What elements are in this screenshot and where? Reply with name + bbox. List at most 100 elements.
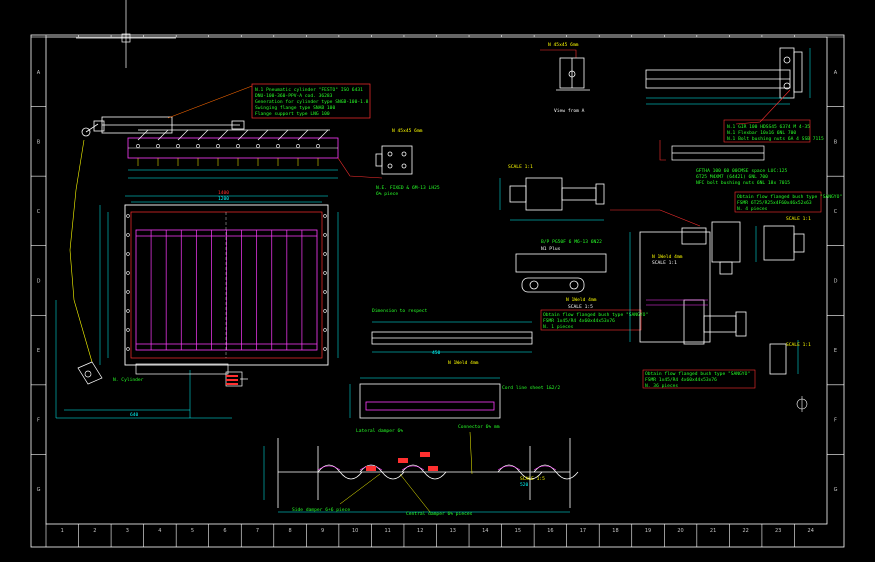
plan-outer-frame — [124, 204, 329, 366]
row-letter: F — [834, 418, 837, 424]
damper-red-blocks — [366, 452, 438, 471]
elevation-view: N.1 Pneumatic cylinder "FESTO" ISO 6431 … — [81, 83, 371, 179]
linkage-pivot — [136, 144, 140, 148]
lever-plus-note: N1 Plus — [541, 246, 561, 252]
plan-dim-width: 1400 — [218, 190, 229, 196]
linkage-pivot — [296, 144, 300, 148]
flange-bottom-note-1: Obtain flow flanged bush type "SANGYO" — [645, 371, 750, 377]
row-letter: C — [37, 209, 41, 215]
row-letter: G — [834, 487, 838, 493]
linkage-arm — [277, 129, 289, 141]
column-number: 15 — [515, 528, 521, 534]
column-number: 20 — [677, 528, 683, 534]
elevation-linkage-arms — [136, 129, 330, 166]
right-scale-a: SCALE 1:1 — [786, 216, 811, 222]
linkage-arm — [257, 129, 269, 141]
cylinder-label: N. Cylinder — [113, 377, 144, 383]
plan-bolt — [323, 347, 327, 351]
row-letter: A — [834, 70, 838, 76]
linkage-pivot — [216, 144, 220, 148]
cylinder-note-line-4: Swinging flange type SNAB 100 — [255, 105, 335, 111]
row-letter: E — [37, 348, 40, 354]
row-letter: D — [834, 279, 838, 285]
plan-bolt — [126, 214, 130, 218]
column-number: 9 — [321, 528, 324, 534]
crosshair-cursor-icon[interactable] — [76, 0, 176, 68]
plan-bolt — [126, 271, 130, 275]
linkage-pivot — [176, 144, 180, 148]
linkage-pivot — [196, 144, 200, 148]
plan-bolt — [126, 290, 130, 294]
plan-cylinder — [77, 361, 248, 387]
cylinder-note-text: N.1 Pneumatic cylinder "FESTO" ISO 6431 … — [255, 87, 369, 117]
bottom-section: SCALE 1:5 520 Side damper 6+6 piece Cent… — [263, 431, 579, 517]
plan-bolt — [126, 233, 130, 237]
flange-notes: Obtain flow flanged bush type "SANGYO" F… — [540, 191, 842, 389]
lateral-damper-note: Lateral damper 6% — [356, 428, 403, 434]
column-number: 1 — [61, 528, 64, 534]
linkage-arm — [317, 129, 329, 141]
bar-weld-note: N 1Weld 4mm — [448, 360, 479, 366]
row-letter: C — [834, 209, 838, 215]
plan-frame-red — [130, 211, 323, 359]
plan-leader-line — [69, 139, 93, 363]
cylinder-note-leader — [167, 85, 253, 119]
row-letter: G — [37, 487, 41, 493]
mid-note-2: 6T25 M4XM7 (64421) 6NL 700 — [696, 174, 768, 180]
flange-bottom-note-3: N. 36 pieces — [645, 383, 678, 389]
lever-plate-note: B/P PG50F 6 M6-13 6N22 — [541, 239, 602, 245]
lever-detail: B/P PG50F 6 M6-13 6N22 N1 Plus N 1Weld 4… — [515, 239, 607, 310]
column-number: 14 — [482, 528, 488, 534]
linkage-arm — [237, 129, 249, 141]
damper-wave — [317, 464, 363, 480]
flange-right-note-3: N. 4 pieces — [737, 206, 768, 212]
column-number: 17 — [580, 528, 586, 534]
pneumatic-cylinder — [81, 116, 245, 137]
plan-bolt — [323, 290, 327, 294]
plan-bolt — [126, 252, 130, 256]
plan-bolt — [126, 309, 130, 313]
linkage-arm — [177, 129, 189, 141]
column-number: 5 — [191, 528, 194, 534]
flange-right-note-2: FSMR 6T25/R25x4F60x46x52x63 — [737, 200, 812, 206]
linkage-arm — [157, 129, 169, 141]
bracket-detail: N 45x45 6mm N.E. FIXED & 6M-13 LH25 6% p… — [337, 128, 440, 197]
damper-wave-inner — [401, 465, 425, 471]
linkage-pivot — [316, 144, 320, 148]
column-number: 22 — [742, 528, 748, 534]
flange-mid-note-2: FSMR 1x45/R4 4x60x44x53x76 — [543, 318, 615, 324]
lower-elevation: Cord line sheet 1&2/2 Lateral damper 6% … — [349, 377, 560, 434]
linkage-pivot — [236, 144, 240, 148]
rod-note-3: N.1 Bolt bushing nuts 6A 4 SSB 7115 — [727, 136, 824, 142]
cylinder-note-box — [251, 83, 371, 119]
rod-detail: N.1 GIR 100 HDSS45 6374 M 4-35 N.1 Flexb… — [645, 47, 824, 186]
plan-bolts — [126, 214, 327, 351]
cylinder-note-line-1: N.1 Pneumatic cylinder "FESTO" ISO 6431 — [255, 87, 363, 93]
column-number: 24 — [808, 528, 814, 534]
plan-bolt — [126, 347, 130, 351]
row-letter: B — [834, 139, 838, 145]
linkage-arm — [197, 129, 209, 141]
side-damper-note: Side damper 6+6 piece — [292, 507, 350, 513]
central-damper-note: Central damper 6% pieces — [406, 511, 473, 517]
plan-dim-bottom: 640 — [130, 412, 139, 418]
flange-mid-note-1: Obtain flow flanged bush type "SANGYO" — [543, 312, 648, 318]
linkage-arm — [297, 129, 309, 141]
damper-wave-profiles — [317, 464, 579, 480]
column-number: 11 — [385, 528, 391, 534]
assembly-weld-note: N 1Weld 4mm — [652, 254, 683, 260]
damper-wave — [497, 464, 543, 480]
damper-wave-inner — [533, 465, 557, 471]
plan-bolt — [323, 271, 327, 275]
plan-dim-inner: 1200 — [218, 196, 229, 202]
damper-wave — [533, 464, 579, 480]
bar-dim: 450 — [432, 350, 441, 356]
view-from-detail: N 45x45 6mm View from A — [540, 42, 590, 114]
lever-scale: SCALE 1:5 — [568, 304, 593, 310]
bracket-fixing-note-1: N.E. FIXED & 6M-13 LH25 — [376, 185, 440, 191]
column-number: 8 — [288, 528, 291, 534]
lever-weld-note: N 1Weld 4mm — [566, 297, 597, 303]
row-letter: B — [37, 139, 41, 145]
column-number: 7 — [256, 528, 259, 534]
damper-wave — [401, 464, 447, 480]
